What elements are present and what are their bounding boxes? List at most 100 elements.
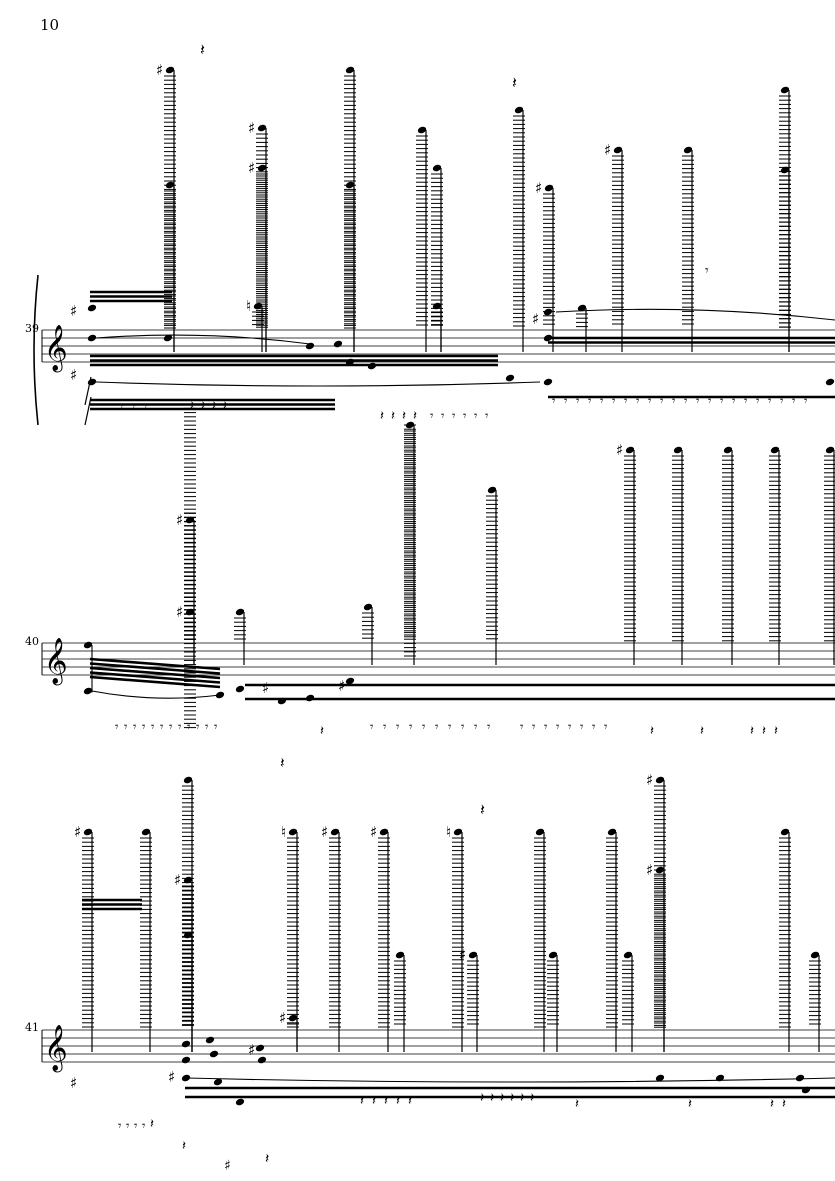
rests-2d: 𝄾𝄾𝄾𝄾𝄾𝄾𝄾𝄾 [520,720,608,735]
tower-note-1-3: ♯ [248,159,268,352]
notehead-1-2 [87,378,97,386]
tower-note-3-5: ♮ [281,823,299,1052]
rest: 𝄾 [580,720,584,735]
rests-2c: 𝄾𝄾𝄾𝄾𝄾𝄾𝄾𝄾𝄾𝄾 [370,720,491,735]
tower-note-1-10: ♯ [604,141,624,352]
beam [89,671,221,684]
tower-note-3-7: ♯ [370,823,390,1052]
notehead-3-5 [213,1078,223,1086]
tower-note-2-2 [234,608,246,665]
rest: 𝄾 [564,394,568,409]
notehead [487,486,497,494]
notehead-1-5 [333,340,343,348]
notehead [607,828,617,836]
ledger-stack-2 [184,512,196,636]
tower-note-2-5 [486,486,498,665]
beam-group-1a [90,354,498,367]
notehead-3-12 [801,1086,811,1094]
rest: 𝄽 [650,724,654,739]
treble-clef: 𝄞 [44,638,68,686]
sharp-sign-1c: ♯ [532,310,539,328]
sharp-sign-3d: ♯ [224,1158,231,1174]
rest: 𝄾 [520,720,524,735]
rest: 𝄾 [780,394,784,409]
notehead [770,446,780,454]
sharp-sign: ♯ [459,946,466,964]
rest: 𝄽 [575,1097,579,1112]
tie-2b [91,690,221,699]
tower-note-3-13 [779,828,791,1052]
tower-note-3-8: ♮ [446,823,464,1052]
rests-3f: 𝄽 [575,1097,579,1112]
rest: 𝄾 [448,720,452,735]
notehead [683,146,693,154]
beam-group-2a [89,657,221,689]
rest: 𝄾 [544,720,548,735]
rests-3e: 𝄽𝄽𝄽𝄽𝄽𝄽 [480,1091,534,1106]
rest: 𝄽 [396,1094,400,1109]
tower-note-3-18 [809,951,821,1052]
rest: 𝄽 [510,1091,514,1106]
tremolo-stroke-1-1 [84,396,92,426]
sharp-sign: ♯ [176,603,183,621]
rest: 𝄾 [612,394,616,409]
notehead [83,828,93,836]
notehead [183,876,193,884]
tower-note-2-8 [722,446,734,665]
rest: 𝄽 [360,1094,364,1109]
rest: 𝄽 [402,409,406,424]
measure-number-39: 39 [25,322,39,335]
notehead [330,828,340,836]
rest: 𝄾 [556,720,560,735]
notehead-3-1 [181,1056,191,1064]
rest: 𝄽 [182,1139,186,1154]
tie-1b [95,381,541,387]
sharp-sign: ♯ [279,1009,286,1027]
tower-note-1-1 [164,181,176,352]
notehead [613,146,623,154]
rest: 𝄽 [700,724,704,739]
systems-layer: 𝄞♯♯♯♯♯♮♯♯♯𝄾𝄾𝄾𝄽𝄽𝄽𝄽𝄽𝄽𝄽𝄽𝄾𝄾𝄾𝄾𝄾𝄾𝄾𝄾𝄾𝄾𝄾𝄾𝄾𝄾𝄾𝄾𝄾𝄾𝄾… [33,40,835,1174]
sharp-sign: ♯ [604,141,611,159]
sharp-sign-1a: ♯ [70,302,77,320]
tower-note-3-10 [606,828,618,1052]
rest: 𝄾 [383,720,387,735]
rest: 𝄾 [792,394,796,409]
rest: 𝄾 [151,720,155,735]
rest: 𝄾 [142,1119,146,1134]
rest: 𝄽 [750,724,754,739]
beam-group-3a [82,898,142,911]
tower-note-3-19: ♯ [279,1009,299,1052]
beam-group-1d [90,398,335,411]
rest: 𝄾 [708,394,712,409]
notehead [345,66,355,74]
notehead [379,828,389,836]
notehead-1-10 [543,334,553,342]
notehead-3-6 [235,1098,245,1106]
notehead-2-1 [83,687,93,695]
sharp-sign: ♯ [616,441,623,459]
rest-2h: 𝄽 [280,754,285,772]
rests-3b: 𝄽 [150,1117,154,1132]
rest: 𝄾 [768,394,772,409]
rest: 𝄾 [600,394,604,409]
notehead-1-4 [305,342,315,350]
rest: 𝄾 [461,720,465,735]
beam [89,675,221,689]
notehead-2-6 [345,677,355,685]
rest: 𝄽 [500,1091,504,1106]
tower-note-1-15 [431,302,443,352]
notehead-3-11 [795,1074,805,1082]
rests-3a: 𝄾𝄾𝄾𝄾 [118,1119,146,1134]
sharp-sign-1b: ♯ [70,366,77,384]
notehead [405,421,415,429]
rest: 𝄾 [120,399,124,414]
tower-note-2-10 [824,446,835,665]
sharp-sign: ♯ [176,511,183,529]
tower-note-3-12: ♯ [646,861,666,1052]
rest: 𝄽 [223,399,227,414]
measure-number-40: 40 [25,635,39,648]
tower-note-3-1 [140,828,152,1052]
notehead [363,603,373,611]
